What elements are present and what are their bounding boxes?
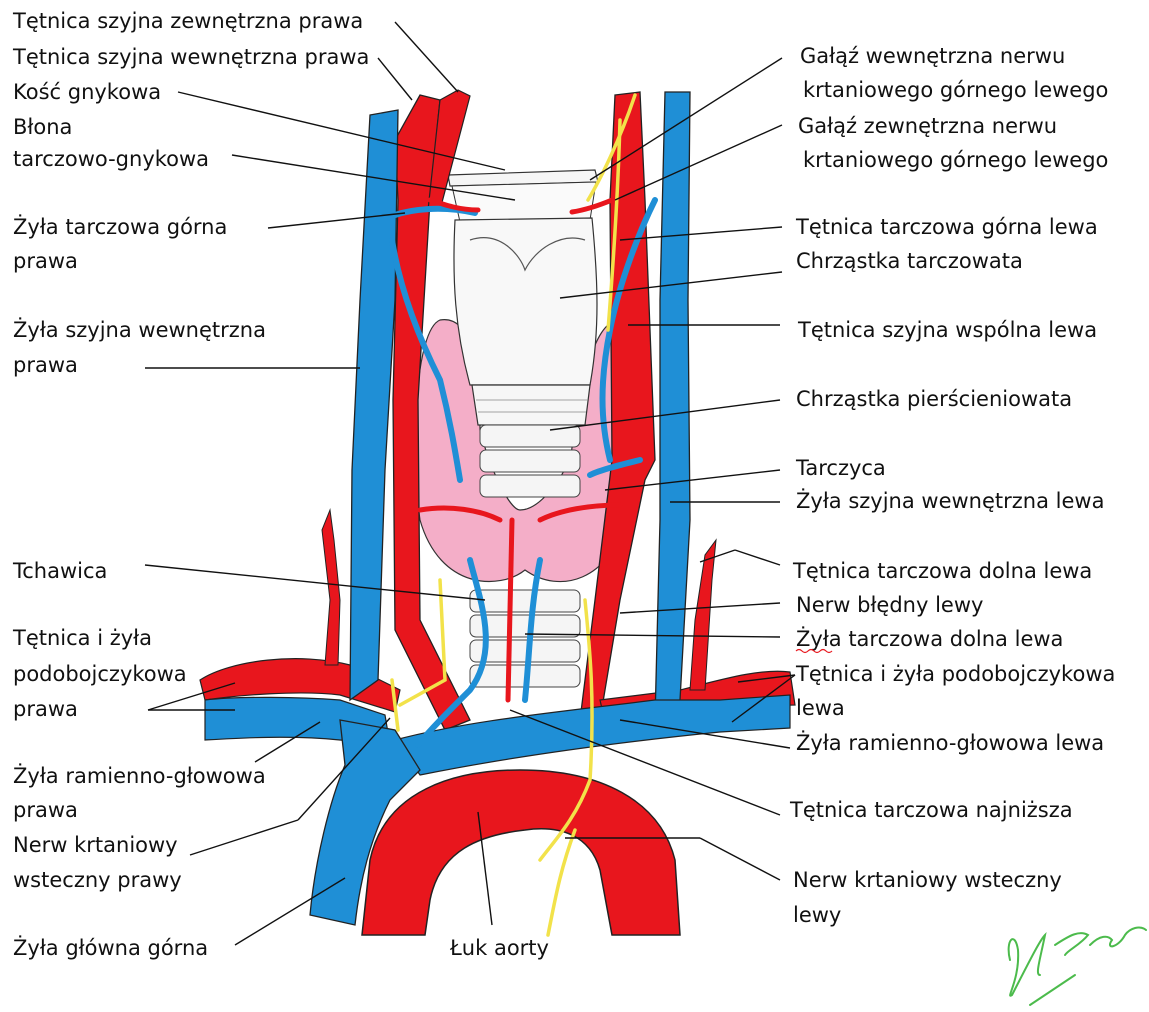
label-aortic-arch: Łuk aorty bbox=[449, 936, 549, 960]
label-left-brachiocephalic: Żyła ramienno-głowowa lewa bbox=[796, 730, 1104, 755]
label-right-subclavian-2: podobojczykowa bbox=[13, 662, 187, 686]
label-right-external-carotid: Tętnica szyjna zewnętrzna prawa bbox=[12, 9, 363, 33]
label-left-recurrent-nerve-2: lewy bbox=[793, 903, 841, 927]
label-internal-branch-1: Gałąź wewnętrzna nerwu bbox=[800, 44, 1065, 68]
label-left-subclavian-2: lewa bbox=[796, 696, 845, 720]
label-left-internal-jugular: Żyła szyjna wewnętrzna lewa bbox=[796, 488, 1104, 513]
label-right-brachiocephalic-1: Żyła ramienno-głowowa bbox=[13, 763, 266, 788]
label-right-recurrent-nerve-1: Nerw krtaniowy bbox=[13, 833, 178, 857]
label-trachea: Tchawica bbox=[12, 559, 107, 583]
label-right-brachiocephalic-2: prawa bbox=[13, 798, 78, 822]
label-right-subclavian-3: prawa bbox=[13, 697, 78, 721]
label-internal-branch-2: krtaniowego górnego lewego bbox=[803, 78, 1108, 102]
right-internal-jugular-vein bbox=[350, 110, 398, 700]
label-left-superior-thyroid-artery: Tętnica tarczowa górna lewa bbox=[795, 215, 1098, 239]
label-left-inferior-thyroid-vein: Żyła tarczowa dolna lewa bbox=[796, 626, 1063, 651]
cricoid-cartilage-shape bbox=[472, 385, 590, 425]
anatomy-illustration bbox=[200, 90, 795, 935]
label-thyroid-gland: Tarczyca bbox=[795, 456, 886, 480]
label-right-superior-thyroid-vein-1: Żyła tarczowa górna bbox=[13, 214, 227, 239]
right-labels: Gałąź wewnętrzna nerwu krtaniowego górne… bbox=[789, 44, 1115, 927]
left-internal-jugular-vein bbox=[655, 92, 690, 720]
label-left-vagus-nerve: Nerw błędny lewy bbox=[796, 593, 983, 617]
label-thyrohyoid-membrane-2: tarczowo-gnykowa bbox=[13, 147, 209, 171]
label-external-branch-1: Gałąź zewnętrzna nerwu bbox=[798, 114, 1057, 138]
label-right-internal-jugular-1: Żyła szyjna wewnętrzna bbox=[13, 317, 266, 342]
label-right-internal-jugular-2: prawa bbox=[13, 353, 78, 377]
label-right-recurrent-nerve-2: wsteczny prawy bbox=[13, 868, 182, 892]
aortic-arch bbox=[362, 770, 680, 935]
label-right-internal-carotid: Tętnica szyjna wewnętrzna prawa bbox=[12, 45, 369, 69]
label-superior-vena-cava: Żyła główna górna bbox=[13, 935, 208, 960]
label-left-subclavian-1: Tętnica i żyła podobojczykowa bbox=[795, 662, 1115, 686]
label-left-inferior-thyroid-artery: Tętnica tarczowa dolna lewa bbox=[792, 559, 1092, 583]
thyroid-cartilage-shape bbox=[454, 218, 597, 385]
label-thyroid-cartilage: Chrząstka tarczowata bbox=[796, 249, 1023, 273]
label-external-branch-2: krtaniowego górnego lewego bbox=[803, 148, 1108, 172]
label-cricoid-cartilage: Chrząstka pierścieniowata bbox=[796, 387, 1072, 411]
thyrohyoid-membrane-shape bbox=[452, 182, 596, 222]
label-hyoid-bone: Kość gnykowa bbox=[13, 80, 161, 104]
label-right-superior-thyroid-vein-2: prawa bbox=[13, 249, 78, 273]
label-thyrohyoid-membrane-1: Błona bbox=[13, 115, 72, 139]
label-right-subclavian-1: Tętnica i żyła bbox=[12, 626, 152, 650]
signature-mark bbox=[1009, 928, 1146, 1005]
label-left-recurrent-nerve-1: Nerw krtaniowy wsteczny bbox=[793, 868, 1062, 892]
label-thyroid-ima-artery: Tętnica tarczowa najniższa bbox=[789, 798, 1073, 822]
label-left-common-carotid: Tętnica szyjna wspólna lewa bbox=[797, 318, 1097, 342]
